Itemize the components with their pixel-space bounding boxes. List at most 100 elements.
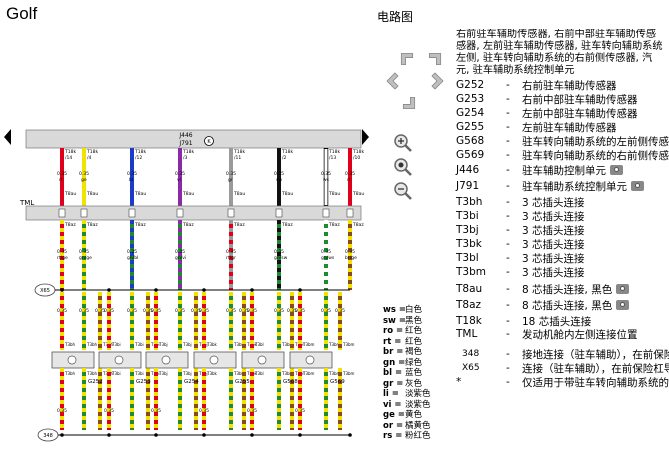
wire-gauge-label: 0.35: [151, 408, 161, 414]
pan-down-icon[interactable]: [394, 88, 424, 118]
legend-row[interactable]: *-仅适用于带驻车转向辅助系统的汽: [456, 375, 669, 389]
pan-right-icon[interactable]: [420, 66, 450, 96]
wire-gauge-label: 0.35: [226, 171, 236, 177]
legend-code: G255: [456, 121, 485, 133]
wire-color-label: vi: [177, 177, 181, 183]
legend-row[interactable]: J446-驻车辅助控制单元: [456, 163, 623, 177]
color-name: 黄色: [405, 410, 423, 420]
legend-text: 3 芯插头连接: [522, 252, 585, 265]
legend-row[interactable]: G253-右前中部驻车辅助传感器: [456, 92, 638, 106]
wire-gauge-label: 0.35: [321, 249, 331, 255]
sensor-icon: [161, 355, 171, 365]
legend-code: T3bm: [456, 266, 486, 278]
wire-gauge-label: 0.35: [104, 308, 114, 314]
legend-row[interactable]: TML-发动机舱内左侧连接位置: [456, 327, 638, 341]
legend-text: 3 芯插头连接: [522, 196, 585, 209]
color-name: 粉红色: [405, 431, 431, 441]
ground-dot: [250, 433, 254, 437]
color-legend-row: rs =粉红色: [383, 431, 431, 442]
legend-row[interactable]: G254-左前中部驻车辅助传感器: [456, 106, 638, 120]
legend-dash: -: [506, 266, 510, 278]
legend-dash: -: [506, 93, 510, 105]
color-name: 红色: [405, 326, 423, 336]
legend-row[interactable]: T8au-8 芯插头连接, 黑色: [456, 282, 630, 296]
color-code: ro =: [383, 326, 404, 336]
color-legend-row: bl =蓝色: [383, 368, 431, 379]
color-legend-row: ro =红色: [383, 326, 431, 337]
ground-dot: [348, 433, 352, 437]
legend-row[interactable]: T3bj-3 芯插头连接: [456, 223, 585, 237]
legend-row[interactable]: 348-接地连接（驻车辅助），在前保险: [456, 347, 669, 361]
color-legend-row: sw =黑色: [383, 316, 431, 327]
connector-label: T3bj: [182, 371, 192, 376]
legend-row[interactable]: G568-驻车转向辅助系统的左前侧传感器: [456, 134, 669, 148]
wire-gauge-label: 0.35: [295, 308, 305, 314]
connector-pin-icon: [176, 208, 184, 218]
connector-label: T3bm: [302, 342, 315, 347]
legend-row[interactable]: T3bi-3 芯插头连接: [456, 209, 585, 223]
connector-label: T8au: [352, 191, 364, 197]
legend-row[interactable]: T8az-8 芯插头连接, 黑色: [456, 298, 630, 312]
legend-row[interactable]: J791-驻车辅助系统控制单元: [456, 179, 644, 193]
wire-color-label: gn/ge: [79, 255, 92, 261]
color-legend-row: rt =红色: [383, 337, 431, 348]
legend-row[interactable]: G252-右前驻车辅助传感器: [456, 78, 617, 92]
pan-left-icon[interactable]: [380, 66, 410, 96]
color-code: vi =: [383, 399, 402, 410]
legend-dash: -: [506, 376, 510, 388]
pan-up-right-icon[interactable]: [420, 44, 450, 74]
legend-code: G568: [456, 135, 485, 147]
zoom-out-icon[interactable]: [388, 176, 418, 206]
color-name: 橘黄色: [405, 420, 431, 431]
legend-dash: -: [506, 149, 510, 161]
legend-row[interactable]: T3bh-3 芯插头连接: [456, 195, 585, 209]
camera-icon[interactable]: [631, 181, 644, 191]
connector-label: T3bk: [233, 371, 245, 376]
legend-row[interactable]: T18k-18 芯插头连接: [456, 314, 591, 328]
zoom-in-icon[interactable]: [388, 128, 418, 158]
legend-dash: -: [506, 135, 510, 147]
component-description: 右前驻车辅助传感器, 右前中部驻车辅助传感 感器, 左前驻车辅助传感器, 驻车转…: [456, 29, 663, 76]
wire-gauge-label: 0.35: [104, 408, 114, 414]
camera-icon[interactable]: [616, 284, 630, 294]
legend-row[interactable]: G255-左前驻车辅助传感器: [456, 120, 617, 134]
camera-icon[interactable]: [610, 165, 623, 175]
color-legend-row: br =褐色: [383, 347, 431, 358]
connector-label: T3bi: [134, 371, 144, 376]
legend-code: TML: [456, 328, 478, 340]
legend-row[interactable]: T3bm-3 芯插头连接: [456, 265, 585, 279]
legend-row[interactable]: T3bk-3 芯插头连接: [456, 237, 585, 251]
camera-icon[interactable]: [616, 300, 630, 310]
pin-label: /13: [329, 155, 336, 161]
color-code: li =: [383, 389, 399, 399]
legend-dash: -: [506, 210, 510, 222]
wire-gauge-label: 0.35: [79, 308, 89, 314]
pin-label: /3: [183, 155, 188, 161]
wire-gauge-label: 0.35: [321, 171, 331, 177]
legend-dash: -: [506, 79, 510, 91]
connector-label: T3bh: [64, 371, 76, 376]
wire-gauge-label: 0.35: [57, 171, 67, 177]
connector-pin-icon: [80, 208, 88, 218]
color-code: sw =: [383, 315, 406, 326]
zoom-fit-icon[interactable]: [388, 152, 418, 182]
pan-up-left-icon[interactable]: [392, 44, 422, 74]
pin-label: /4: [87, 155, 92, 161]
legend-row[interactable]: X65-连接（驻车辅助），在前保险杠导: [456, 361, 669, 375]
connector-label: T8au: [281, 191, 293, 197]
legend-text: 3 芯插头连接: [522, 210, 585, 223]
pin-label: /10: [353, 155, 360, 161]
connector-label: T8az: [182, 222, 194, 228]
legend-code: T8az: [456, 299, 482, 311]
legend-text: 右前驻车辅助传感器: [522, 79, 617, 92]
connector-label: T18k: [86, 149, 98, 155]
wire-gauge-label: 0.35: [79, 249, 89, 255]
connector-label: T3bl: [254, 342, 264, 347]
legend-dash: -: [506, 252, 510, 264]
legend-row[interactable]: T3bl-3 芯插头连接: [456, 251, 585, 265]
wire-color-label: gn/bl: [127, 255, 138, 261]
legend-row[interactable]: G569-驻车转向辅助系统的右前侧传感器: [456, 148, 669, 162]
wire-gauge-label: 0.35: [239, 308, 249, 314]
unit-label-j446: J446: [178, 132, 192, 139]
wire-gauge-label: 0.35: [95, 308, 105, 314]
